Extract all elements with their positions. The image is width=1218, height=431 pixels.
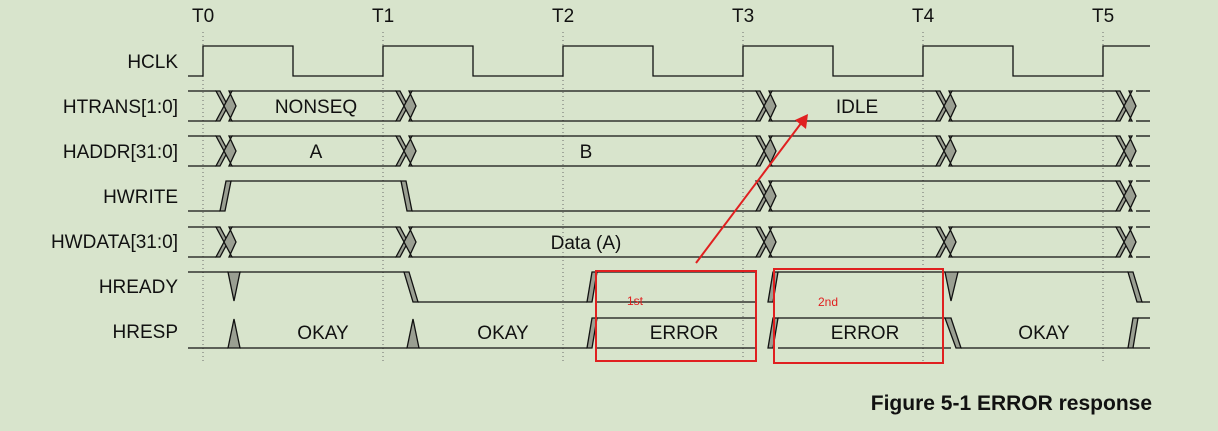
hresp-error-2-value: ERROR xyxy=(831,323,900,344)
bus-values: NONSEQ IDLE A B Data (A) OKAY OKAY ERROR… xyxy=(275,97,1070,344)
hresp-okay-3-value: OKAY xyxy=(1018,323,1070,344)
signal-label-hwrite: HWRITE xyxy=(103,187,178,208)
second-cycle-note: 2nd xyxy=(818,295,838,309)
hclk-waveform xyxy=(188,45,1150,77)
hresp-okay-2-value: OKAY xyxy=(477,323,529,344)
haddr-b-value: B xyxy=(580,142,593,163)
hwrite-waveform xyxy=(188,180,1150,212)
hresp-waveform xyxy=(188,317,1150,349)
time-marker-t2: T2 xyxy=(552,6,574,27)
haddr-a-value: A xyxy=(310,142,323,163)
arrow-line xyxy=(695,121,803,264)
hresp-error-1-value: ERROR xyxy=(650,323,719,344)
time-marker-t1: T1 xyxy=(372,6,394,27)
signal-label-hresp: HRESP xyxy=(113,322,178,343)
signal-label-hclk: HCLK xyxy=(127,52,178,73)
second-cycle-highlight-box xyxy=(773,268,944,364)
time-markers: T0 T1 T2 T3 T4 T5 xyxy=(192,6,1114,27)
htrans-nonseq-value: NONSEQ xyxy=(275,97,357,118)
hresp-okay-1-value: OKAY xyxy=(297,323,349,344)
figure-caption: Figure 5-1 ERROR response xyxy=(870,392,1152,415)
time-guides xyxy=(202,32,1104,362)
time-marker-t3: T3 xyxy=(732,6,754,27)
arrow-head-icon xyxy=(795,114,808,129)
hwdata-value: Data (A) xyxy=(551,233,622,254)
hready-waveform xyxy=(188,271,1150,303)
first-cycle-highlight-box xyxy=(595,270,757,362)
time-marker-t5: T5 xyxy=(1092,6,1114,27)
signal-labels: HCLK HTRANS[1:0] HADDR[31:0] HWRITE HWDA… xyxy=(51,52,178,343)
signal-label-hwdata: HWDATA[31:0] xyxy=(51,232,178,253)
haddr-waveform xyxy=(188,135,1150,167)
signal-label-hready: HREADY xyxy=(99,277,179,298)
time-marker-t4: T4 xyxy=(912,6,935,27)
signal-label-htrans: HTRANS[1:0] xyxy=(63,97,178,118)
hwdata-waveform xyxy=(188,226,1150,258)
time-marker-t0: T0 xyxy=(192,6,214,27)
annotations: 1st 2nd xyxy=(595,114,944,364)
first-cycle-note: 1st xyxy=(627,294,644,308)
htrans-idle-value: IDLE xyxy=(836,97,878,118)
signal-label-haddr: HADDR[31:0] xyxy=(63,142,178,163)
